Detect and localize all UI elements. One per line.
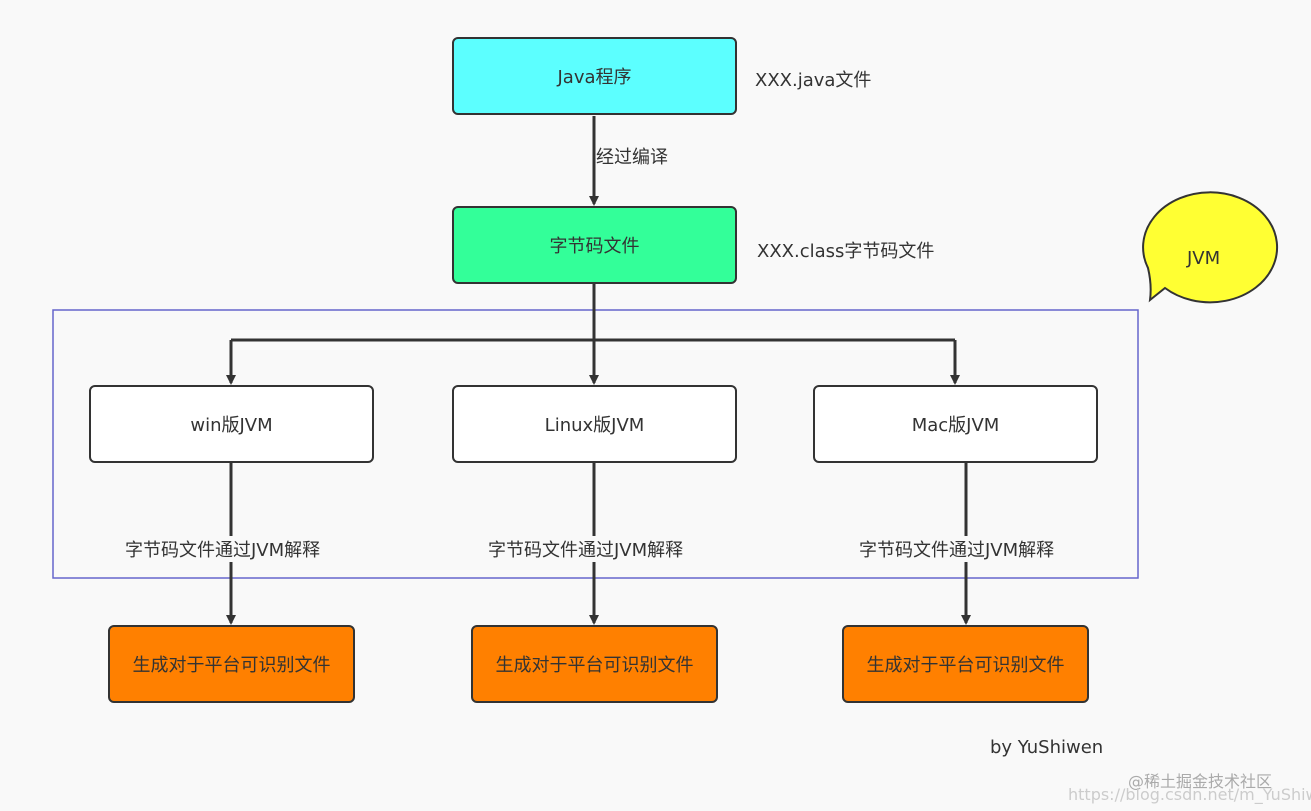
java-file-label: XXX.java文件 (755, 70, 872, 91)
author-label: by YuShiwen (990, 737, 1104, 758)
watermark-url: https://blog.csdn.net/m_YuShiwen (1068, 785, 1311, 804)
win-output-label: 生成对于平台可识别文件 (132, 655, 331, 676)
class-file-label: XXX.class字节码文件 (757, 241, 935, 262)
java-program-label: Java程序 (557, 67, 632, 88)
linux-jvm-label: Linux版JVM (544, 415, 645, 436)
win-jvm-box: win版JVM (89, 385, 374, 463)
linux-jvm-box: Linux版JVM (452, 385, 737, 463)
jvm-callout-label: JVM (1187, 248, 1221, 269)
bytecode-box: 字节码文件 (452, 206, 737, 284)
jvm-callout-bubble (1142, 191, 1279, 304)
linux-output-label: 生成对于平台可识别文件 (495, 655, 694, 676)
mac-jvm-box: Mac版JVM (813, 385, 1098, 463)
watermark-site: @稀土掘金技术社区 (1128, 772, 1273, 791)
compile-label: 经过编译 (596, 147, 668, 168)
java-program-box: Java程序 (452, 37, 737, 115)
win-output-box: 生成对于平台可识别文件 (108, 625, 355, 703)
win-jvm-label: win版JVM (190, 415, 273, 436)
mac-output-box: 生成对于平台可识别文件 (842, 625, 1089, 703)
win-interpret-label: 字节码文件通过JVM解释 (123, 536, 323, 562)
mac-jvm-label: Mac版JVM (911, 415, 1000, 436)
linux-interpret-label: 字节码文件通过JVM解释 (486, 536, 686, 562)
mac-output-label: 生成对于平台可识别文件 (866, 655, 1065, 676)
linux-output-box: 生成对于平台可识别文件 (471, 625, 718, 703)
bytecode-label: 字节码文件 (549, 236, 640, 257)
mac-interpret-label: 字节码文件通过JVM解释 (857, 536, 1057, 562)
